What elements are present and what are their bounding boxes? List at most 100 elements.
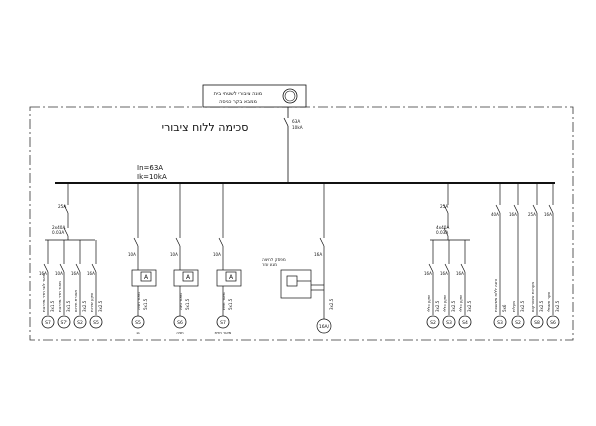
rcd-right-sens: 0.03A [436, 230, 448, 235]
timer-breaker: 10A [170, 252, 178, 257]
main-breaker [283, 107, 289, 183]
timer-breaker: 10A [213, 252, 221, 257]
timer-node [216, 315, 230, 329]
far-circuit-feeder: 16A שער חשמלי 3x2.5S6 [544, 183, 560, 329]
timer-node-label: S5 [135, 320, 141, 326]
right-circuit-desc: שקע כללי [426, 295, 431, 312]
meter-box-line2: ממבא בקר כניסה [219, 99, 257, 105]
left-circuit-node [89, 315, 103, 329]
timer-node [131, 315, 145, 329]
left-circuit-breaker: 10A [55, 271, 63, 276]
right-circuit-desc: שקע כללי [442, 295, 447, 312]
contactor-cable: 3x2.5 [329, 298, 334, 310]
right-circuit-node-label: S4 [462, 320, 468, 326]
timer-node-label: S6 [177, 320, 183, 326]
left-circuit-node-label: S5 [93, 320, 99, 326]
ammeter-icon: A [186, 274, 191, 281]
contactor-label1: מפסק לחיצה [262, 257, 286, 262]
main-breaker-rating: 63A [292, 119, 300, 124]
timer-breaker: 10A [128, 252, 136, 257]
left-circuit-feeder: 16A שקע שירות 3x2.5S5 [87, 242, 103, 329]
left-circuit-desc: מאור חדר מדרגות [57, 281, 62, 312]
far-circuit-breaker: 40A [491, 212, 499, 217]
rcd-left [45, 183, 95, 241]
right-circuit-breaker: 16A [440, 271, 448, 276]
rcd-left-rating: 25A [58, 204, 66, 209]
left-circuit-node-label: S2 [77, 320, 83, 326]
main-breaker-curve: 10kA [292, 125, 303, 130]
busbar-ik: Ik=10kA [137, 173, 167, 181]
far-circuit-desc: הזנה ללוח משאבות [493, 278, 498, 312]
far-circuit-breaker: 16A [544, 212, 552, 217]
timer-cable: 5x1.5 [143, 298, 148, 310]
far-circuit-node-label: S6 [550, 320, 556, 326]
right-circuit-breaker: 16A [424, 271, 432, 276]
far-circuit-node [511, 315, 525, 329]
timer-desc: מאור חזית [221, 292, 226, 310]
rcd-right [430, 183, 470, 241]
far-circuit-node-label: S8 [534, 320, 540, 326]
right-circuit-breaker: 16A [456, 271, 464, 276]
left-circuit-feeder: 10A מאור חדר מדרגות 3x1.5S7' [55, 242, 71, 329]
rcd-right-rcd: 4x40A [436, 225, 449, 230]
timer-note: גג [136, 330, 140, 335]
timer-desc: מאור חניה [136, 292, 141, 310]
right-circuit-desc: שקע כללי [458, 295, 463, 312]
panel-boundary [29, 106, 574, 341]
far-circuit-breaker: 16A [509, 212, 517, 217]
left-circuit-cable: 3x1.5 [66, 300, 71, 312]
left-circuit-cable: 3x2.5 [82, 300, 87, 312]
far-circuit-cable: 3x2.5 [539, 300, 544, 312]
left-circuit-cable: 3x1.5 [50, 300, 55, 312]
far-circuit-node [493, 315, 507, 329]
contactor-circuit [280, 183, 332, 334]
left-circuit-cable: 3x2.5 [98, 300, 103, 312]
far-circuit-node [546, 315, 560, 329]
ammeter-icon: A [229, 274, 234, 281]
left-circuit-breaker: 16A [39, 271, 47, 276]
contactor-breaker: 16A [314, 252, 322, 257]
far-circuit-desc: מעלית [511, 301, 516, 312]
far-circuit-desc: שער חשמלי [546, 292, 551, 312]
rcd-left-sens: 0.03A [52, 230, 64, 235]
left-circuit-node-label: S7' [61, 320, 68, 326]
far-circuit-desc: מערכת אינטרקום [530, 282, 535, 312]
timer-cable: 5x1.5 [228, 298, 233, 310]
left-circuit-desc: תאורת חירום [73, 290, 78, 312]
right-circuit-cable: 3x2.5 [435, 300, 440, 312]
left-circuit-node-label: S7 [45, 320, 51, 326]
timer-node [173, 315, 187, 329]
left-circuit-node [41, 315, 55, 329]
left-circuit-breaker: 16A [87, 271, 95, 276]
contactor-node-label: 16A/ [319, 324, 330, 330]
timer-desc: מאור גינה [178, 293, 183, 310]
far-circuit-breaker: 25A [528, 212, 536, 217]
far-circuit-feeder: 25A מערכת אינטרקום 3x2.5S8 [528, 183, 544, 329]
left-circuit-desc: שקע שירות [89, 293, 94, 312]
timer-cable: 5x1.5 [185, 298, 190, 310]
right-circuit-node [442, 315, 456, 329]
far-circuit-cable: 5x6 [502, 304, 507, 312]
far-circuit-cable: 3x2.5 [555, 300, 560, 312]
left-circuit-desc: מאור לובי חדר מדרגות [41, 273, 46, 312]
meter-icon [282, 88, 298, 104]
right-circuit-node [426, 315, 440, 329]
meter-box: מונה ציבורי לשטחי בית ממבא בקר כניסה [202, 84, 307, 108]
right-circuit-node [458, 315, 472, 329]
left-circuit-node [57, 315, 71, 329]
meter-box-line1: מונה ציבורי לשטחי בית [214, 91, 262, 97]
diagram-title: סכימה ללוח ציבורי [162, 121, 249, 134]
